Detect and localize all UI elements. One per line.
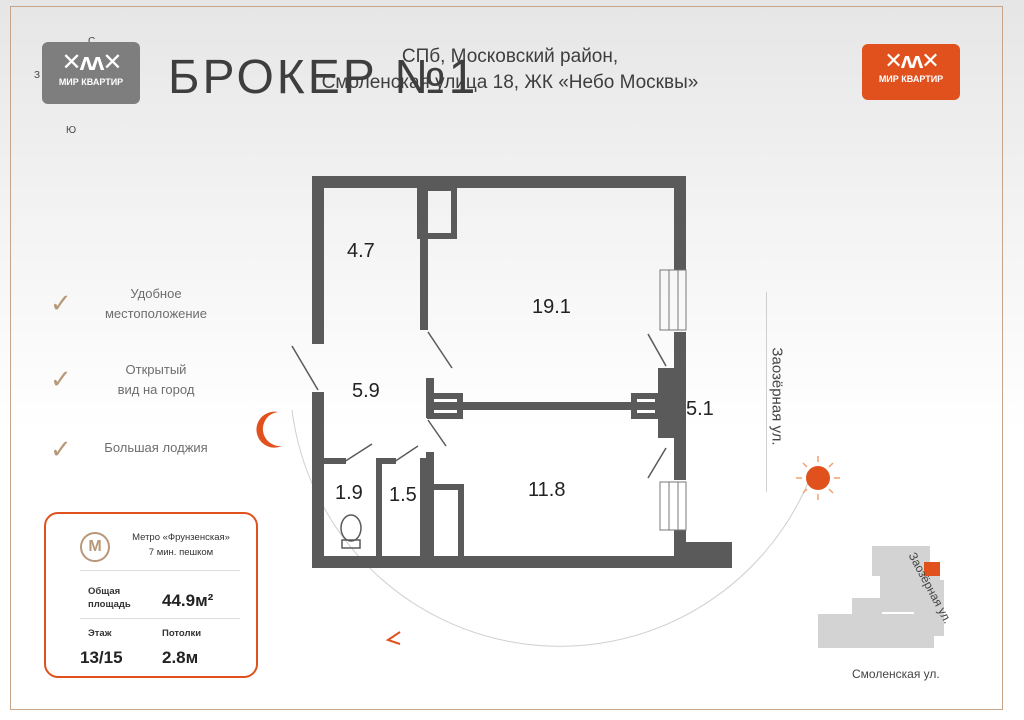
brand-logo: ✕ʌʌ✕ МИР КВАРТИР (862, 44, 960, 100)
building-map (818, 546, 944, 648)
ceiling-value: 2.8м (162, 648, 199, 667)
broker-logo: ✕ʌʌ✕ МИР КВАРТИР (42, 42, 140, 104)
check-icon: ✓ (50, 288, 72, 318)
feature-3-line1: Большая лоджия (104, 440, 208, 455)
street-line (766, 292, 767, 492)
toilet-icon (340, 514, 362, 549)
sun-direction-arrow-icon (385, 631, 401, 645)
room-area: 19.1 (532, 296, 571, 318)
walls (312, 176, 732, 568)
page-frame (10, 6, 1003, 710)
ceiling-label: Потолки (162, 628, 202, 639)
broker-title: БРОКЕР №1 (168, 51, 479, 104)
check-icon: ✓ (50, 364, 72, 394)
area-value: 44.9м² (162, 591, 214, 610)
feature-1-line2: местоположение (104, 306, 208, 321)
address-line-1: СПб, Московский район, (401, 46, 619, 67)
sun-icon (796, 456, 840, 500)
moon-icon (256, 411, 282, 448)
logo-mark-icon: ✕ʌʌ✕ (61, 49, 123, 76)
sun-path (291, 409, 811, 647)
metro-time: 7 мин. пешком (148, 547, 214, 558)
broker-logo-text: МИР КВАРТИР (58, 77, 124, 87)
map-street-bottom-label: Смоленская ул. (852, 667, 940, 681)
room-area: 1.9 (335, 482, 363, 504)
address-line-2: Смоленская улица 18, ЖК «Небо Москвы» (321, 72, 699, 93)
area-label-1: Общая (88, 586, 121, 597)
address: СПб, Московский район, Смоленская улица … (290, 44, 730, 96)
feature-2-line2: вид на город (117, 382, 195, 397)
door-swings (291, 331, 667, 479)
compass-south: Ю (66, 125, 77, 136)
divider (80, 618, 240, 619)
feature-2-line1: Открытый (125, 362, 187, 377)
room-area: 1.5 (389, 484, 417, 506)
floor-value: 13/15 (80, 648, 123, 667)
metro-icon: M (80, 532, 110, 562)
feature-1: Удобное местоположение (76, 284, 236, 324)
area-label-2: площадь (88, 599, 131, 610)
apartment-marker (924, 562, 940, 576)
feature-1-line1: Удобное (130, 286, 182, 301)
room-area: 11.8 (528, 479, 566, 501)
room-area: 5.1 (686, 398, 714, 420)
room-area: 5.9 (352, 380, 380, 402)
feature-3: Большая лоджия (76, 438, 236, 458)
feature-2: Открытый вид на город (76, 360, 236, 400)
divider (80, 570, 240, 571)
floor-label: Этаж (88, 628, 112, 639)
windows (659, 269, 687, 531)
brand-logo-text: МИР КВАРТИР (878, 74, 944, 84)
compass-west: З (34, 70, 41, 81)
check-icon: ✓ (50, 434, 72, 464)
room-area: 4.7 (347, 240, 375, 262)
compass-north: С (88, 36, 95, 47)
metro-name: Метро «Фрунзенская» (132, 532, 230, 543)
brand-mark-icon: ✕ʌʌ✕ (884, 48, 939, 73)
info-card: M Метро «Фрунзенская» 7 мин. пешком Обща… (44, 512, 258, 678)
right-street-label: Заозёрная ул. (768, 347, 786, 446)
